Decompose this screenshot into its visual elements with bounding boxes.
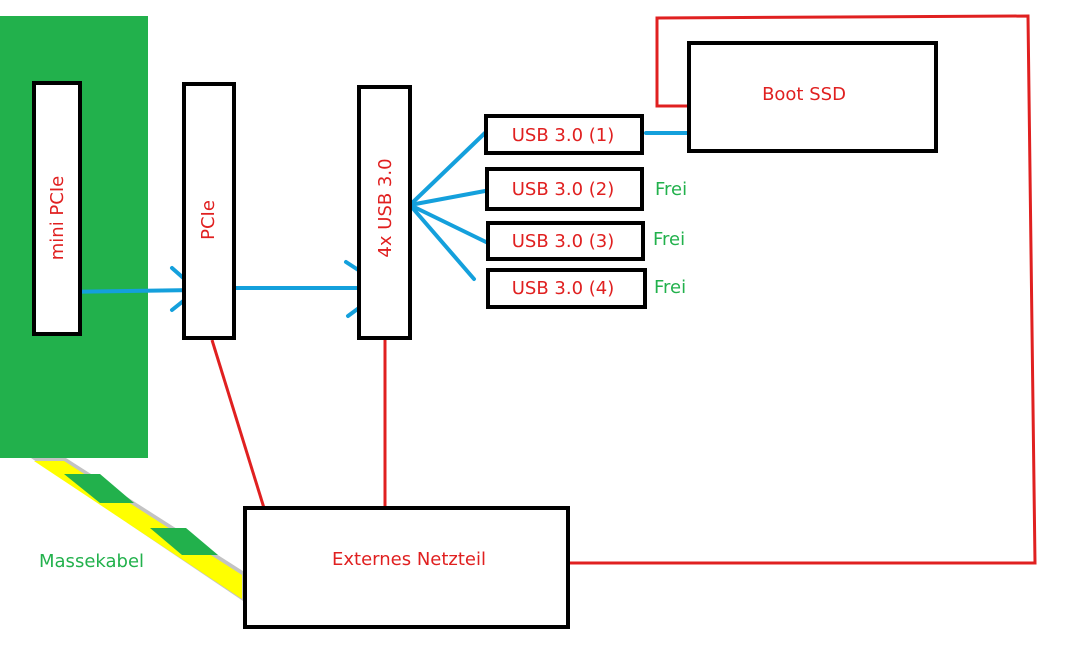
usb-hub-box: [357, 85, 412, 340]
mini-pcie-label: mini PCIe: [47, 175, 68, 261]
pcie-box: [182, 82, 236, 340]
usb-port-4-label: USB 3.0 (4): [511, 278, 615, 299]
massekabel-label: Massekabel: [39, 551, 145, 572]
usb-port-3-box: [486, 221, 645, 261]
boot-ssd-label: Boot SSD: [762, 84, 846, 105]
ground-cable: [31, 458, 246, 603]
frei-label-2: Frei: [655, 179, 688, 200]
pcie-label: PCIe: [198, 200, 219, 240]
usb-port-4-box: [486, 268, 647, 309]
netzteil-box: [243, 506, 570, 629]
mini-pcie-box: [32, 81, 82, 336]
frei-label-4: Frei: [654, 277, 687, 298]
usb-port-2-label: USB 3.0 (2): [511, 179, 615, 200]
power-wires: [210, 14, 1037, 565]
usb-port-2-box: [485, 167, 644, 211]
netzteil-label: Externes Netzteil: [331, 549, 487, 570]
usb-port-1-label: USB 3.0 (1): [511, 125, 615, 146]
boot-ssd-box: [687, 41, 938, 153]
usb-hub-label: 4x USB 3.0: [375, 158, 396, 258]
usb-port-3-label: USB 3.0 (3): [511, 231, 615, 252]
frei-label-3: Frei: [653, 229, 686, 250]
usb-port-1-box: [484, 114, 644, 155]
